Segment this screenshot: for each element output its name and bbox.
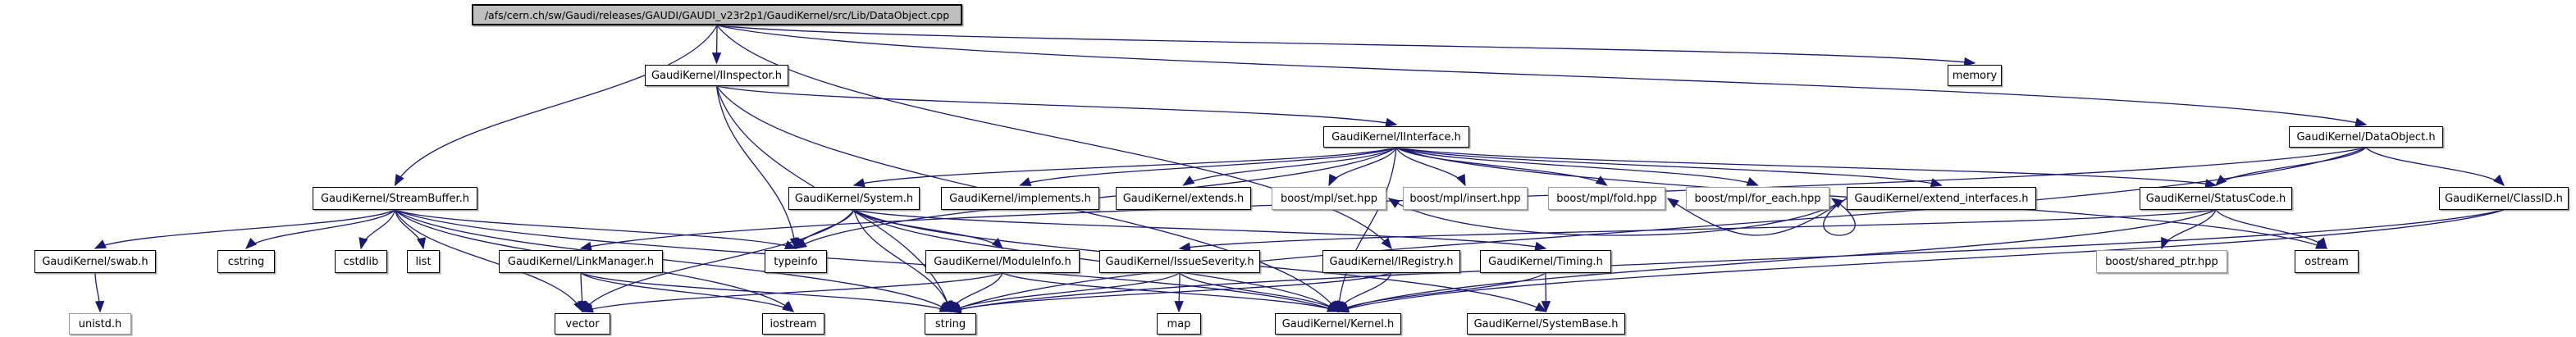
include-edge-iinterface-to-extends	[1182, 147, 1397, 186]
graph-node-typeinfo[interactable]: typeinfo	[765, 250, 827, 273]
include-edge-iregistry-to-string	[949, 272, 1392, 313]
include-edge-cpp-to-streambuffer	[394, 25, 718, 187]
include-edge-timing-to-kernel	[1336, 272, 1546, 312]
graph-node-dataobject-h[interactable]: GaudiKernel/DataObject.h	[2289, 126, 2443, 148]
include-edge-cpp-to-iinspector	[711, 25, 722, 65]
include-edge-streambuffer-to-kernel	[395, 209, 1340, 312]
graph-node-shared-ptr: boost/shared_ptr.hpp	[2096, 250, 2227, 273]
include-edge-iinterface-to-extend-interfaces	[1395, 147, 1943, 188]
include-edge-system-to-timing	[853, 209, 1547, 251]
graph-node-string[interactable]: string	[925, 313, 976, 335]
graph-node-extends[interactable]: GaudiKernel/extends.h	[1116, 187, 1251, 210]
graph-node-linkmanager[interactable]: GaudiKernel/LinkManager.h	[499, 250, 663, 273]
include-edge-classid-to-kernel	[1336, 209, 2505, 313]
include-edge-iinterface-to-implements	[1019, 147, 1397, 186]
include-edge-iinterface-to-mpl-fold	[1395, 147, 1608, 186]
include-edge-streambuffer-to-list	[394, 209, 427, 250]
graph-node-iostream[interactable]: iostream	[762, 313, 824, 335]
include-edge-linkmanager-to-iostream	[580, 272, 795, 312]
include-edge-streambuffer-to-cstring	[244, 209, 395, 249]
include-edge-linkmanager-to-vector	[578, 272, 587, 313]
graph-node-cpp: /afs/cern.ch/sw/Gaudi/releases/GAUDI/GAU…	[472, 4, 962, 25]
include-edge-statuscode-to-shared-ptr	[2161, 209, 2217, 250]
include-edge-cpp-to-memory	[716, 25, 1976, 67]
graph-node-mpl-insert: boost/mpl/insert.hpp	[1403, 187, 1528, 210]
include-edge-cpp-to-iregistry	[716, 25, 1392, 250]
include-edge-dataobject-h-to-classid	[2365, 147, 2505, 187]
include-edge-cpp-to-dataobject-h	[716, 25, 2368, 127]
include-edge-issueseverity-to-string	[949, 272, 1181, 312]
include-edge-streambuffer-to-swab	[94, 209, 395, 249]
include-edge-iinterface-to-mpl-insert	[1395, 147, 1466, 187]
graph-node-extend-interfaces[interactable]: GaudiKernel/extend_interfaces.h	[1847, 187, 2036, 210]
graph-node-mpl-for-each: boost/mpl/for_each.hpp	[1686, 187, 1829, 210]
include-edge-system-to-moduleinfo	[853, 209, 1004, 249]
include-edge-system-to-vector	[582, 209, 855, 313]
include-edge-statuscode-to-kernel	[1336, 209, 2217, 312]
include-edge-iinterface-to-system	[852, 147, 1397, 188]
include-edge-moduleinfo-to-vector	[581, 272, 1003, 313]
include-edge-system-to-kernel	[853, 209, 1340, 312]
include-edge-iinterface-to-mpl-for-each	[1395, 147, 1759, 186]
include-edge-swab-to-unistd	[94, 272, 105, 313]
graph-node-iinspector[interactable]: GaudiKernel/IInspector.h	[645, 65, 788, 86]
include-edge-streambuffer-to-string	[395, 209, 952, 312]
graph-node-map[interactable]: map	[1157, 313, 1201, 335]
include-edge-dataobject-h-to-statuscode	[2214, 147, 2367, 186]
include-edge-iinterface-to-kernel	[1334, 147, 1397, 313]
graph-node-streambuffer[interactable]: GaudiKernel/StreamBuffer.h	[313, 187, 477, 210]
graph-node-system[interactable]: GaudiKernel/System.h	[788, 187, 920, 210]
graph-node-kernel[interactable]: GaudiKernel/Kernel.h	[1275, 313, 1401, 335]
graph-node-cstring[interactable]: cstring	[217, 250, 275, 273]
graph-node-moduleinfo[interactable]: GaudiKernel/ModuleInfo.h	[925, 250, 1080, 273]
graph-node-vector[interactable]: vector	[555, 313, 610, 335]
include-edge-iinterface-to-mpl-set	[1328, 147, 1397, 187]
include-edge-iinspector-to-typeinfo	[715, 85, 800, 250]
graph-node-swab[interactable]: GaudiKernel/swab.h	[34, 250, 156, 273]
graph-node-memory[interactable]: memory	[1948, 65, 2002, 86]
include-edge-iinterface-to-statuscode	[1395, 147, 2217, 189]
graph-node-ostream[interactable]: ostream	[2295, 250, 2359, 273]
graph-node-implements[interactable]: GaudiKernel/implements.h	[941, 187, 1099, 210]
graph-node-unistd: unistd.h	[69, 313, 131, 335]
include-edge-system-to-typeinfo	[795, 209, 855, 250]
graph-node-classid[interactable]: GaudiKernel/ClassID.h	[2439, 187, 2569, 210]
include-edge-statuscode-to-issueseverity	[1178, 209, 2217, 252]
graph-node-iregistry[interactable]: GaudiKernel/IRegistry.h	[1322, 250, 1460, 273]
graph-node-statuscode[interactable]: GaudiKernel/StatusCode.h	[2140, 187, 2292, 210]
include-edge-extend-interfaces-to-mpl-set	[1387, 198, 1848, 236]
graph-node-issueseverity[interactable]: GaudiKernel/IssueSeverity.h	[1099, 250, 1260, 273]
include-edge-classid-to-string	[949, 209, 2505, 314]
include-edge-iinspector-to-iinterface	[716, 85, 1398, 127]
include-edge-streambuffer-to-typeinfo	[395, 209, 797, 250]
graph-node-iinterface[interactable]: GaudiKernel/IInterface.h	[1323, 126, 1469, 148]
include-edge-system-to-string	[853, 209, 952, 313]
include-edge-linkmanager-to-string	[580, 272, 952, 312]
include-edge-statuscode-to-ostream	[2215, 209, 2327, 250]
graph-node-cstdlib[interactable]: cstdlib	[335, 250, 387, 273]
graph-node-mpl-set: boost/mpl/set.hpp	[1272, 187, 1386, 210]
include-edge-streambuffer-to-vector	[394, 209, 583, 313]
graph-node-mpl-fold: boost/mpl/fold.hpp	[1548, 187, 1665, 210]
graph-node-list[interactable]: list	[407, 250, 440, 273]
include-edge-extend-interfaces-to-mpl-fold	[1666, 198, 1848, 236]
include-edge-streambuffer-to-cstdlib	[359, 209, 396, 250]
graph-node-systembase[interactable]: GaudiKernel/SystemBase.h	[1467, 313, 1625, 335]
graph-node-timing[interactable]: GaudiKernel/Timing.h	[1480, 250, 1611, 273]
